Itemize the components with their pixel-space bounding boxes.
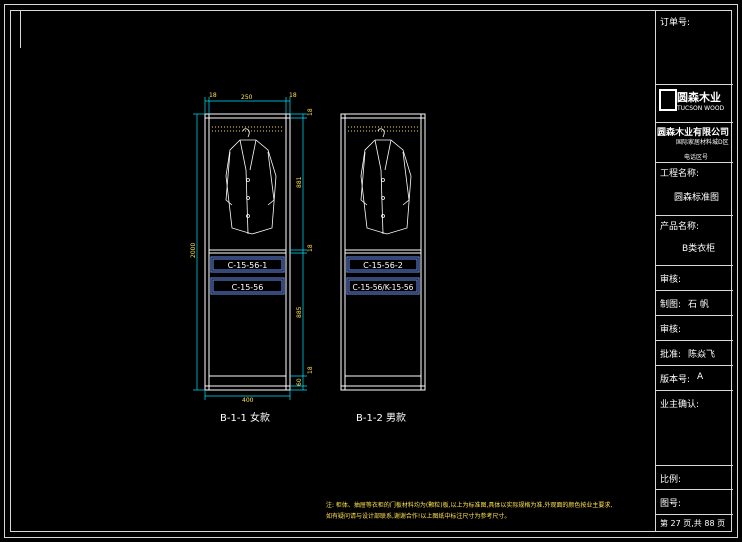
company-tel: 电话区号 — [684, 154, 709, 161]
page-text: 第 27 页,共 88 页 — [660, 519, 726, 528]
check-cell: 审核: — [656, 266, 733, 291]
drawer-left-2 — [210, 277, 285, 295]
dim-bottom-width: 400 — [242, 397, 254, 404]
drawn-label: 制图: — [660, 300, 682, 310]
approve-label: 批准: — [660, 350, 682, 360]
owner-cell: 业主确认: — [656, 391, 733, 466]
title-block: 订单号: 圆森木业 TUCSON WOOD 圆森木业有限公司 国际家居材料城D区… — [655, 10, 733, 532]
version-cell: 版本号: A — [656, 366, 733, 391]
dimension-lines-left — [193, 97, 307, 400]
dim-top-right: 18 — [289, 92, 297, 99]
drawing-outer-frame — [4, 4, 738, 538]
project-cell: 工程名称: 圆森标准图 — [656, 163, 733, 216]
approve-value: 陈焱飞 — [688, 350, 716, 360]
drawer-right-2-label: C-15-56/K-15-56 — [353, 283, 414, 292]
company-cell: 圆森木业有限公司 国际家居材料城D区 电话区号 — [656, 123, 733, 163]
owner-label: 业主确认: — [660, 400, 700, 410]
cabinet-left — [204, 113, 291, 391]
drawer-left-1-label: C-15-56-1 — [228, 261, 268, 270]
version-value: A — [697, 372, 704, 382]
drawing-inner-frame — [10, 10, 732, 532]
approve-cell: 批准: 陈焱飞 — [656, 341, 733, 366]
coat-icon — [360, 128, 412, 235]
product-cell: 产品名称: B类衣柜 — [656, 216, 733, 266]
drawn-value: 石 帆 — [688, 300, 709, 310]
dim-right-5: 18 — [307, 366, 314, 374]
caption-right: B-1-2 男款 — [356, 413, 406, 424]
review-label: 审核: — [660, 325, 682, 335]
coat-icon — [225, 128, 277, 235]
scale-cell: 比例: — [656, 466, 733, 490]
dim-right-2: 881 — [296, 176, 303, 188]
review-cell: 审核: — [656, 316, 733, 341]
caption-left: B-1-1 女款 — [220, 413, 270, 424]
dim-right-1: 18 — [307, 108, 314, 116]
drawer-right-1-label: C-15-56-2 — [363, 261, 403, 270]
drawing-note: 注: 柜体、抽屉等衣柜的门板材料均为(颗粒)板,以上为标准图,具体以实际规格为准… — [326, 502, 613, 520]
logo-icon — [659, 89, 677, 111]
dim-right-6: 60 — [296, 378, 303, 386]
project-label: 工程名称: — [660, 169, 700, 179]
order-label: 订单号: — [660, 18, 691, 28]
product-value: B类衣柜 — [682, 244, 716, 254]
drawing-no-cell: 图号: — [656, 490, 733, 515]
company-address: 国际家居材料城D区 — [676, 139, 729, 146]
logo-text: 圆森木业 — [677, 91, 721, 104]
drawer-left-1 — [210, 256, 285, 273]
logo-sub: TUCSON WOOD — [677, 105, 725, 112]
drawn-cell: 制图: 石 帆 — [656, 291, 733, 316]
drawer-right-1 — [346, 256, 420, 273]
company-name: 圆森木业有限公司 — [657, 128, 730, 138]
product-label: 产品名称: — [660, 222, 700, 232]
drawer-left-2-label: C-15-56 — [232, 283, 264, 292]
drawer-right-2 — [346, 277, 420, 295]
dim-right-3: 18 — [307, 244, 314, 252]
page-cell: 第 27 页,共 88 页 — [656, 515, 733, 532]
drawing-no-label: 图号: — [660, 499, 682, 509]
order-cell: 订单号: — [656, 10, 733, 85]
dim-top-left: 18 — [209, 92, 217, 99]
scale-label: 比例: — [660, 475, 682, 485]
corner-mark — [10, 10, 21, 48]
project-value: 圆森标准图 — [674, 193, 720, 203]
dim-height-total: 2000 — [190, 243, 197, 258]
version-label: 版本号: — [660, 375, 691, 385]
logo-cell: 圆森木业 TUCSON WOOD — [656, 85, 733, 123]
dim-top-mid: 250 — [241, 94, 253, 101]
dim-right-4: 885 — [296, 306, 303, 318]
hanging-rod-left — [212, 126, 284, 132]
cabinet-right — [340, 113, 426, 391]
check-label: 审核: — [660, 275, 682, 285]
